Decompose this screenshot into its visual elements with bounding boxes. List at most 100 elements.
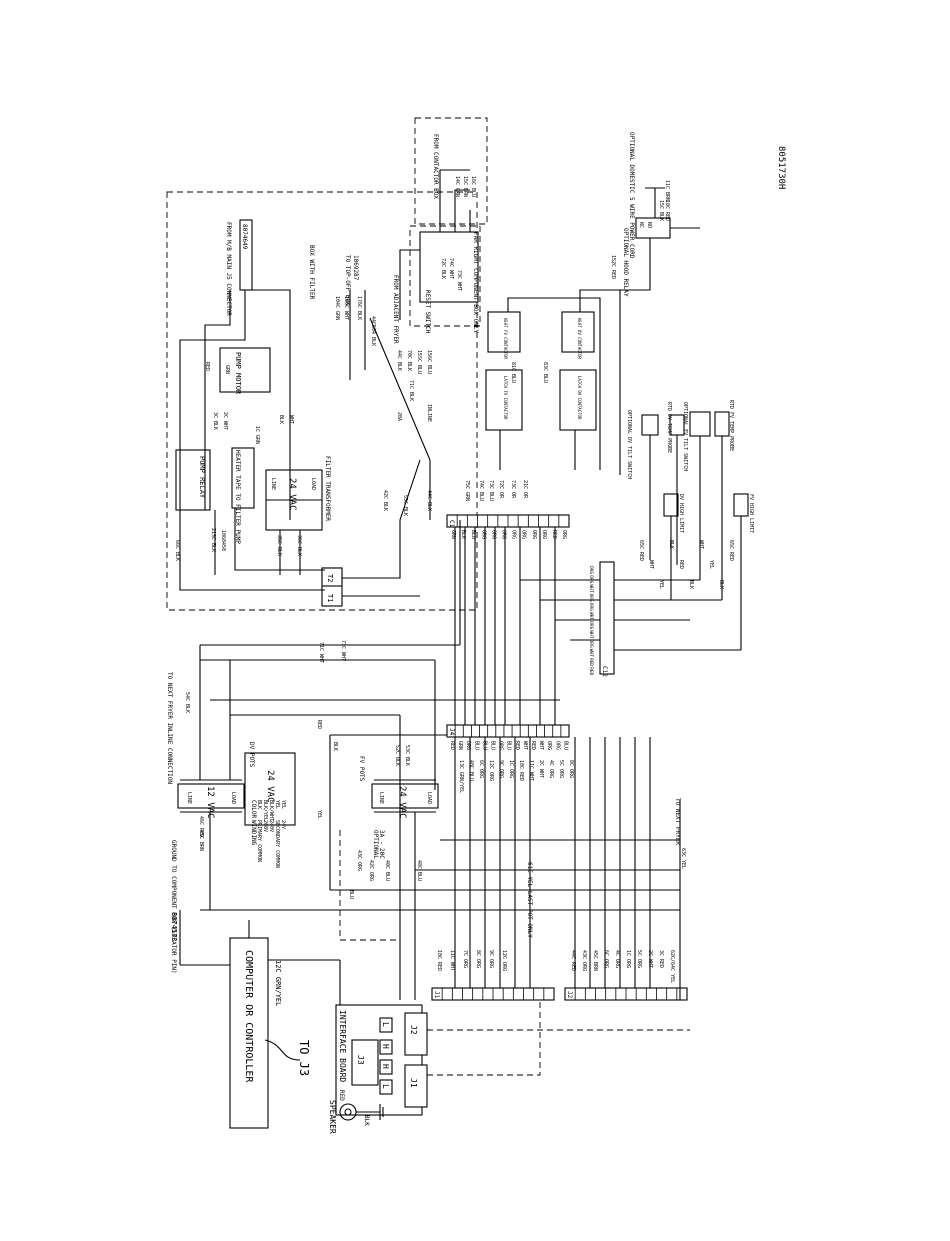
relay-wire-2: 74C WHT: [448, 258, 454, 279]
top-off-part: 1069287: [352, 255, 359, 281]
c12-pin-color: ORG: [588, 603, 594, 611]
j1-header-label: J1: [409, 1078, 418, 1088]
filter-wire-3: 35C BLK: [276, 535, 282, 556]
t2-label: T2: [326, 574, 334, 582]
j2-wire-label: 2C WHT: [647, 950, 653, 968]
main-part-number: 8074649: [241, 224, 248, 250]
c1-pin-color: ORG: [511, 530, 517, 539]
j4-pin-color: BLU: [562, 741, 568, 750]
j2-wire-label: 4C ORG: [614, 950, 620, 968]
c12-pin-color: ORG: [588, 621, 594, 629]
far-right-box-label: FAR RIGHT COMPONENT BOX ONLY: [472, 232, 479, 334]
j4-wire-label: 48C BLU: [468, 760, 474, 781]
top-off-wire-4: 44C504 BLK: [370, 316, 376, 346]
j4-pin-color: WHT: [538, 741, 544, 750]
j2-wire-label: 62C/64C YEL: [669, 950, 675, 983]
cw-13: 73C OR: [510, 480, 516, 499]
j2-wire-label: 3C RED: [658, 950, 664, 968]
c1-pin-color: ORG: [490, 530, 496, 539]
hood-wire-2: 18C RED: [664, 200, 670, 221]
j4-pin-color: RED: [449, 741, 455, 750]
j4-pin-color: RED: [514, 741, 520, 750]
misc-wire-label: 40C BLU: [384, 860, 390, 881]
c12-pin-color: ORG: [588, 594, 594, 602]
j4-wire-label: 1C ORG: [508, 760, 514, 778]
j4-wire-label: 9C ORG: [498, 760, 504, 778]
c12-side-wire: YEL: [658, 580, 664, 589]
transformer-24vac-fv: [371, 783, 439, 809]
heat-dv-label: HEAT DV CONTACTOR: [577, 318, 582, 360]
dv-tilt-label: OPTIONAL DV TILT SWITCH: [626, 410, 632, 479]
fv-temp-label: RTD FV TEMP PROBE: [728, 400, 734, 451]
j3-label: J3: [356, 1055, 365, 1065]
winding-row-5-b: YEL: [280, 800, 286, 809]
from-contactor-label: FROM CONTACTOR BOX: [432, 134, 439, 199]
winding-header-1: WINDING: [250, 820, 257, 846]
relay-mark-3: H: [381, 1064, 390, 1069]
ground-note: GROUND TO COMPONENT BOX (LOCATOR PIN): [170, 840, 177, 974]
j2-header: [404, 1012, 428, 1056]
c1-pin-color: ORG: [521, 530, 527, 539]
t24-dv-voltage: 24 VAC: [265, 770, 275, 803]
j4-pin-color: WHT: [522, 741, 528, 750]
hood-relay-nc: NC: [638, 222, 644, 228]
adjacent-wire-4: 156C BLU: [426, 350, 432, 374]
hood-wire-4: 11C BRN: [664, 180, 670, 201]
relay-mark-4: L: [381, 1084, 390, 1089]
transformer-24vac-dv: [244, 752, 296, 826]
j4-pin-color: BLU: [506, 741, 512, 750]
t24-filter-line: LINE: [270, 478, 276, 490]
j1-wire-label: 12C ORG: [501, 950, 507, 971]
filter-wire-7: 1C GRN: [254, 426, 260, 444]
j2-wire-label: 45C BRN: [592, 950, 598, 971]
c12-pin-color: ORG: [588, 640, 594, 648]
winding-row-4-b: YEL: [274, 800, 280, 809]
contactor-box-outline: [414, 117, 488, 225]
c12-side-wire: BLK: [668, 540, 674, 549]
t24-filter-load: LOAD: [310, 478, 316, 490]
heater-part-number: 1068450: [220, 530, 226, 551]
t12-voltage: 12 VAC: [205, 786, 215, 819]
j4-pin-color: ORG: [546, 741, 552, 750]
t24-fv-voltage: 24 VAC: [397, 786, 407, 819]
j2-wire-label: 1C ORG: [625, 950, 631, 968]
heat-dv-contactor: [561, 311, 595, 353]
top-off-label: TO TOP-OFF BOX: [344, 255, 351, 306]
adjacent-label: FROM ADJACENT FRYER: [392, 275, 399, 344]
j4-wire-label: 8C ORG: [568, 760, 574, 778]
last-pot-note: 61C YEL LAST POT ONLY: [526, 862, 533, 938]
cw-8: 44C BLK: [426, 490, 432, 511]
j4-wire-label: 13C GRN/YEL: [458, 760, 464, 793]
filter-wire-11: WHT: [288, 415, 294, 424]
pump-relay: [175, 449, 211, 511]
cw-11: 73C BLU: [488, 480, 494, 501]
j2-label: J2: [566, 991, 573, 999]
j1-wire-label: 8C ORG: [475, 950, 481, 968]
latch-fv-label: LATCH FV CONTACTOR: [503, 376, 508, 420]
interface-board-title: INTERFACE BOARD: [338, 1010, 347, 1082]
adjacent-wire-2: 70C BLK: [406, 350, 412, 371]
far-right-component-box-outline: [409, 225, 481, 327]
computer-to-j3: TO J3: [297, 1040, 311, 1076]
j1-header: [404, 1064, 428, 1108]
cw-15: 71C WHT: [318, 642, 324, 663]
c1-pin-color: BLK: [460, 530, 466, 539]
j4-pin-color: ORG: [554, 741, 560, 750]
adjacent-wire-1: 44C BLK: [396, 350, 402, 371]
heat-fv-contactor: [487, 311, 521, 353]
t24-filter-voltage: 24 VAC: [287, 478, 297, 511]
filter-wire-6: 2C WHT: [222, 412, 228, 430]
misc-wire-label: 52C BLK: [394, 745, 400, 766]
c12-side-wire: YEL: [708, 560, 714, 569]
dv-temp-label: RTD DV TEMP PROBE: [666, 402, 672, 453]
filter-wire-9: GRN: [224, 365, 230, 374]
j4-wire-label: 11C WHT: [528, 760, 534, 781]
c12-side-wire: WHT: [698, 540, 704, 549]
relay-mark-2: H: [381, 1044, 390, 1049]
c1-label: C1: [448, 520, 455, 528]
j4-pin-color: BLU: [481, 741, 487, 750]
cw-10: 74C BLU: [478, 480, 484, 501]
computer-ground-wire: 12C GRN/YEL: [274, 960, 282, 1006]
cw-7: 55C BLK: [402, 495, 408, 516]
